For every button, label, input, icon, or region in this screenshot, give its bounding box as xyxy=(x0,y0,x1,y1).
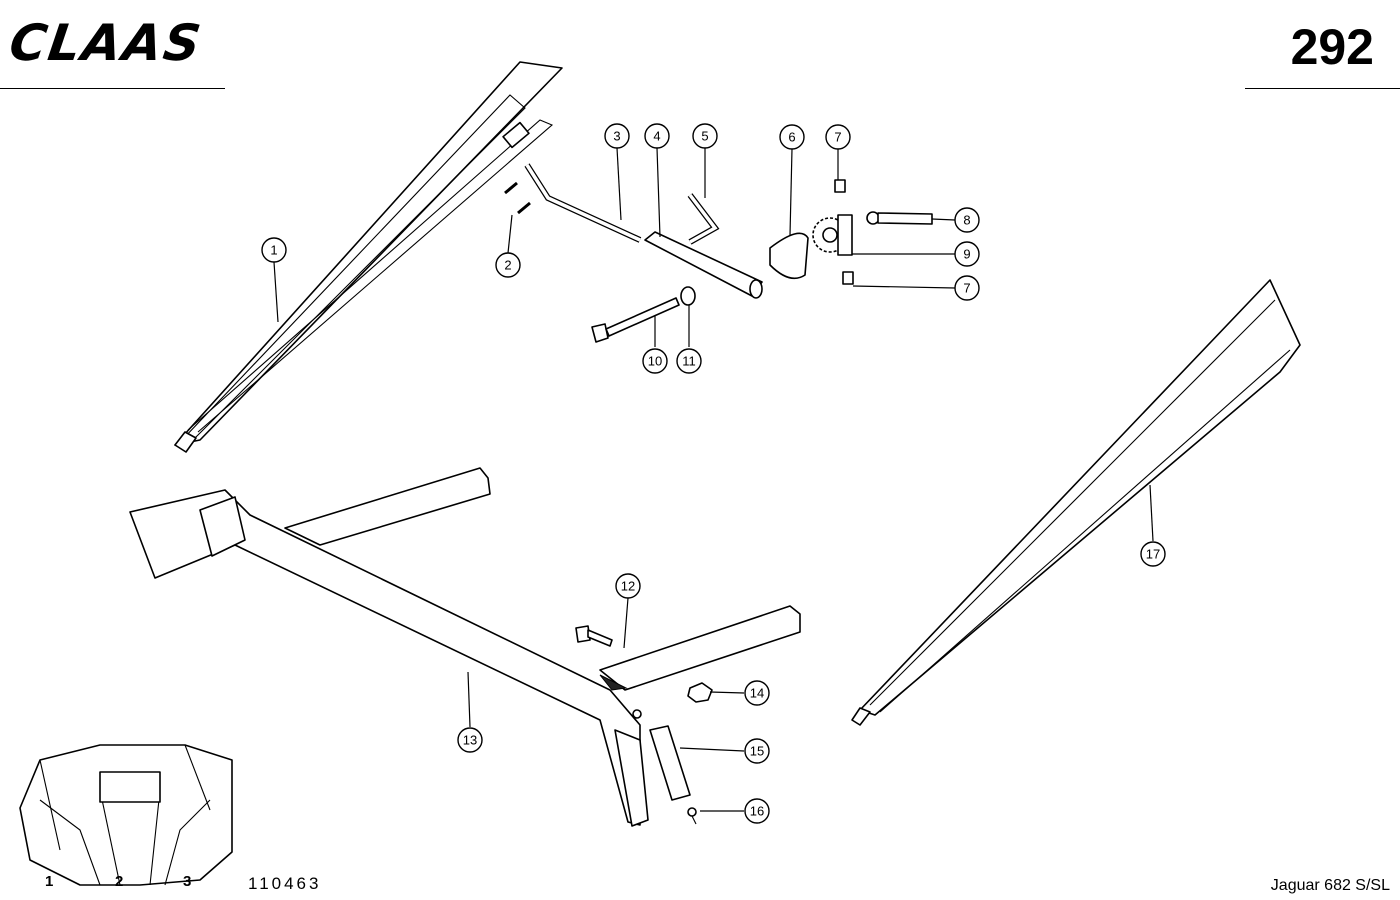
callout-label: 16 xyxy=(750,804,764,819)
part-8-bolt xyxy=(866,211,933,225)
callout-5: 5 xyxy=(692,123,718,149)
position-label-1: 1 xyxy=(45,873,54,890)
part-2-pins xyxy=(504,181,531,215)
part-6-clamp xyxy=(769,232,809,280)
part-17-right-divider xyxy=(851,279,1301,726)
callout-16: 16 xyxy=(744,798,770,824)
callout-label: 2 xyxy=(504,258,511,273)
part-11-washer xyxy=(680,286,696,306)
callout-10: 10 xyxy=(642,348,668,374)
part-5-l-pin xyxy=(687,193,720,245)
callout-11: 11 xyxy=(676,348,702,374)
callout-label: 9 xyxy=(963,247,970,262)
callout-label: 14 xyxy=(750,686,764,701)
callout-label: 17 xyxy=(1146,547,1160,562)
callout-17: 17 xyxy=(1140,541,1166,567)
callout-label: 7 xyxy=(834,130,841,145)
callout-label: 4 xyxy=(653,129,660,144)
callout-4: 4 xyxy=(644,123,670,149)
callout-7-bottom: 7 xyxy=(954,275,980,301)
part-15-bracket xyxy=(632,709,691,801)
callout-15: 15 xyxy=(744,738,770,764)
callout-6: 6 xyxy=(779,124,805,150)
leader-lines xyxy=(273,147,1154,812)
callout-label: 3 xyxy=(613,129,620,144)
callout-label: 13 xyxy=(463,733,477,748)
callout-3: 3 xyxy=(604,123,630,149)
machine-model: Jaguar 682 S/SL xyxy=(1270,877,1390,894)
callout-label: 7 xyxy=(963,281,970,296)
callout-12: 12 xyxy=(615,573,641,599)
page-number: 292 xyxy=(1290,19,1374,75)
header-rule-left xyxy=(0,88,225,89)
callout-14: 14 xyxy=(744,680,770,706)
callout-8: 8 xyxy=(954,207,980,233)
header-rule-right xyxy=(1245,88,1400,89)
part-10-long-bolt xyxy=(591,297,680,343)
callout-7-top: 7 xyxy=(825,124,851,150)
part-1-left-divider xyxy=(174,61,563,453)
callout-label: 6 xyxy=(788,130,795,145)
part-12-bolt xyxy=(575,625,613,647)
part-13-main-frame xyxy=(129,467,801,827)
callout-label: 11 xyxy=(682,354,696,369)
part-3-bent-rod xyxy=(524,163,642,243)
position-label-3: 3 xyxy=(183,873,192,890)
callout-13: 13 xyxy=(457,727,483,753)
part-14-nut xyxy=(687,682,713,703)
callout-label: 8 xyxy=(963,213,970,228)
callout-9: 9 xyxy=(954,241,980,267)
callout-label: 10 xyxy=(648,354,662,369)
callout-1: 1 xyxy=(261,237,287,263)
callout-label: 12 xyxy=(621,579,635,594)
callout-2: 2 xyxy=(495,252,521,278)
callout-label: 15 xyxy=(750,744,764,759)
part-4-tube xyxy=(644,231,763,299)
header-thumbnail xyxy=(19,744,233,886)
drawing-number: 110463 xyxy=(248,874,322,893)
callout-label: 1 xyxy=(270,243,277,258)
callout-label: 5 xyxy=(701,129,708,144)
part-9-adjusting-wheel xyxy=(812,179,854,285)
part-16-screw xyxy=(687,807,697,825)
position-label-2: 2 xyxy=(115,873,124,890)
